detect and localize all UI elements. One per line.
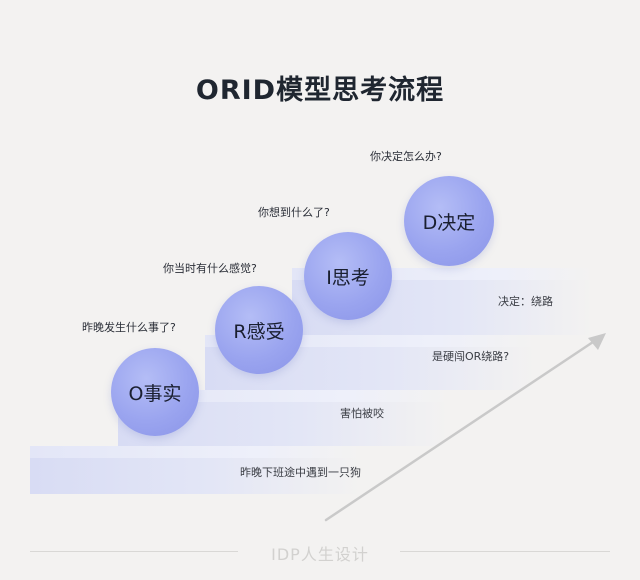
- answer-r: 害怕被咬: [340, 407, 384, 420]
- circle-interpretive: I思考: [304, 232, 392, 320]
- question-r: 你当时有什么感觉?: [163, 262, 257, 275]
- question-i: 你想到什么了?: [258, 206, 330, 219]
- question-d: 你决定怎么办?: [370, 150, 442, 163]
- circle-objective: O事实: [111, 348, 199, 436]
- circle-decisional: D决定: [404, 176, 494, 266]
- footer-watermark: IDP人生设计: [271, 545, 369, 564]
- answer-i: 是硬闯OR绕路?: [432, 350, 510, 363]
- stair-step-1: [30, 446, 360, 494]
- answer-d: 决定：绕路: [498, 295, 553, 308]
- question-o: 昨晚发生什么事了?: [82, 321, 176, 334]
- answer-o: 昨晚下班途中遇到一只狗: [240, 466, 361, 479]
- circle-reflective: R感受: [215, 286, 303, 374]
- footer-divider-right: [400, 551, 610, 552]
- footer-divider-left: [30, 551, 238, 552]
- page-title: ORID模型思考流程: [195, 75, 445, 106]
